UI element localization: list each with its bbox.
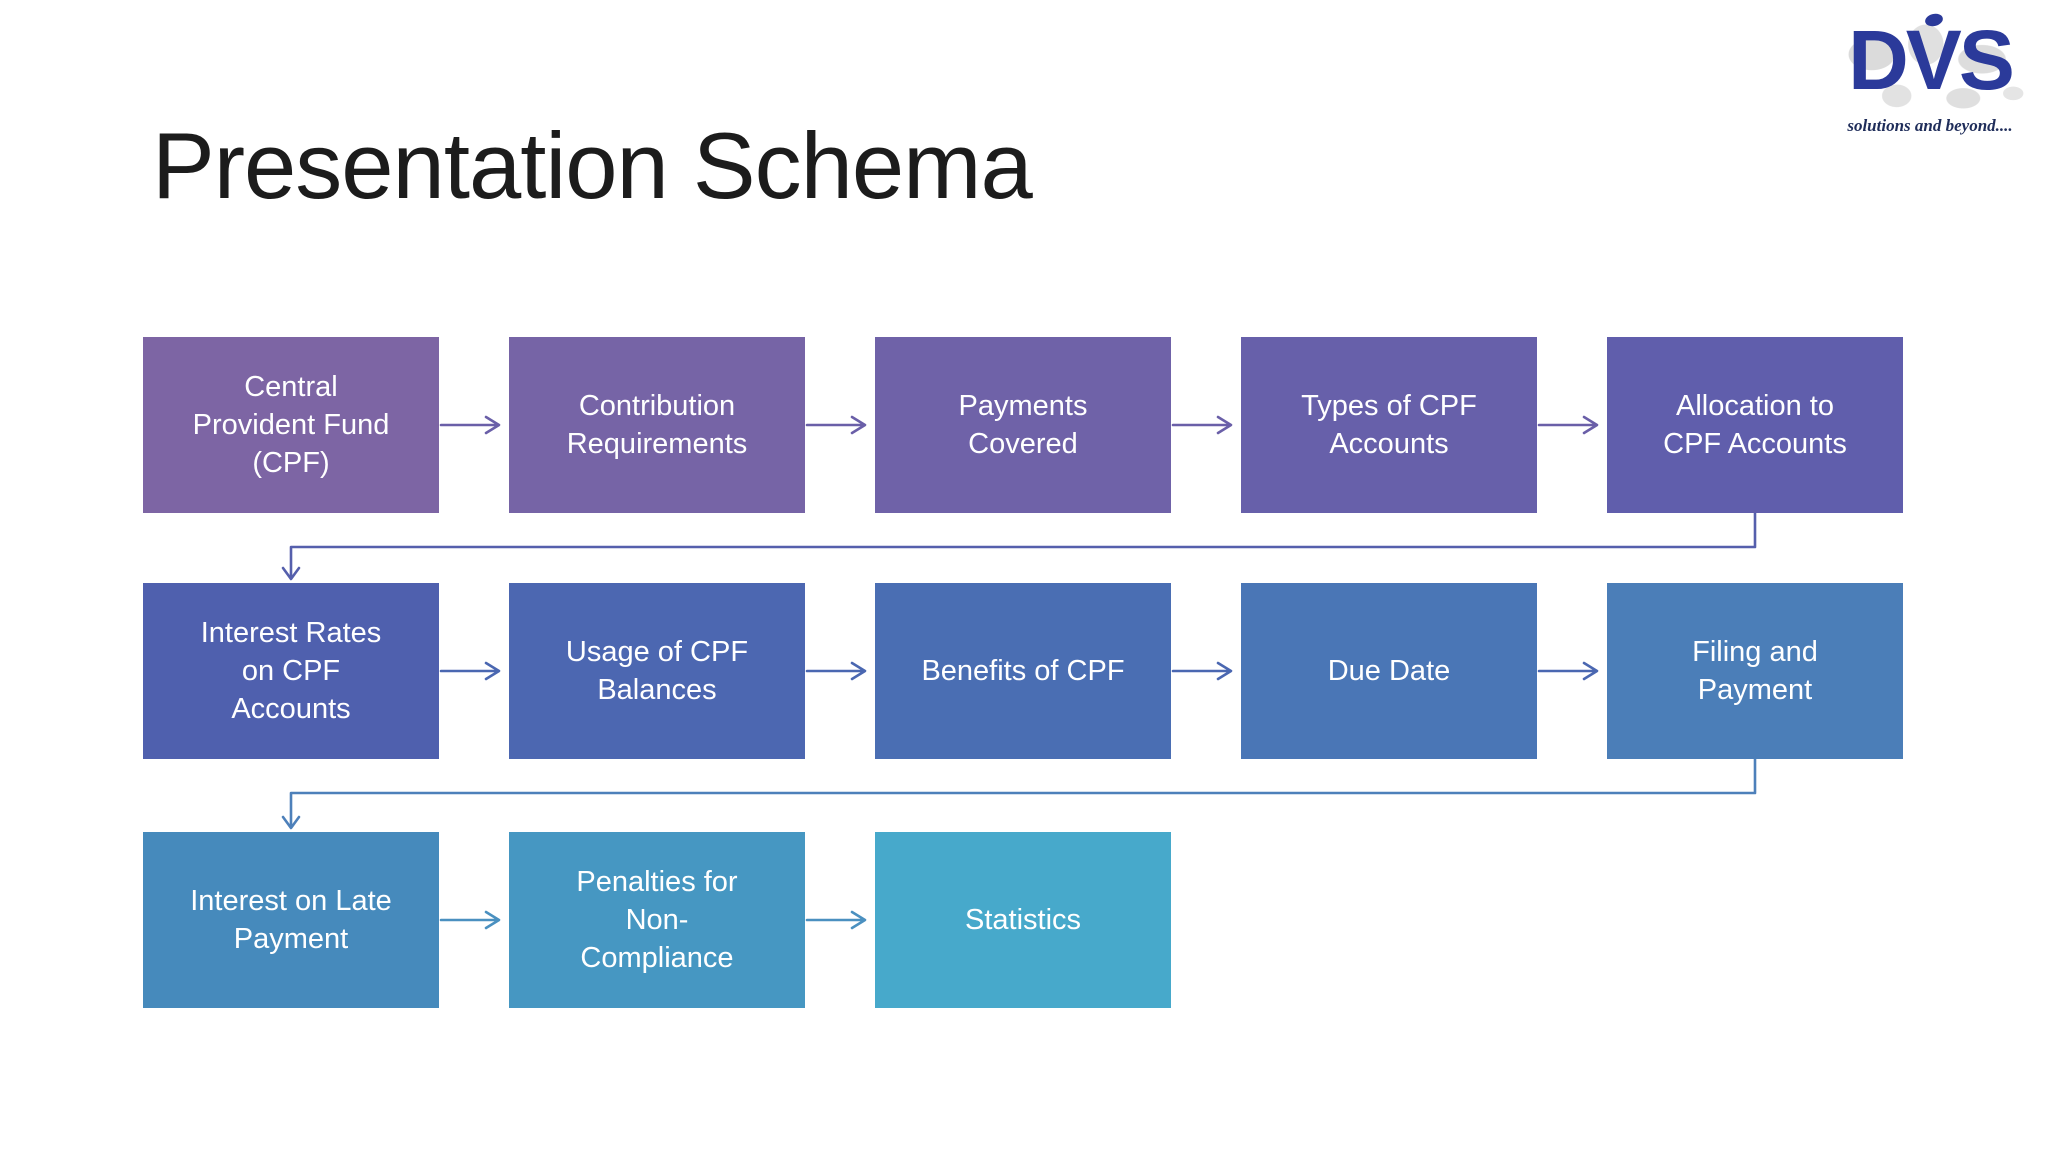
diagram-node-label: Interest on Late Payment — [190, 884, 392, 955]
arrow-right-icon — [439, 910, 501, 930]
diagram-node-label: Central Provident Fund (CPF) — [192, 370, 390, 480]
arrow-right-icon — [439, 415, 501, 435]
diagram-node-label: Payments Covered — [958, 389, 1088, 460]
diagram-node: Due Date — [1241, 583, 1537, 759]
diagram-node: Filing and Payment — [1607, 583, 1903, 759]
diagram-node-label: Usage of CPF Balances — [565, 635, 749, 706]
diagram-node: Central Provident Fund (CPF) — [143, 337, 439, 513]
world-map-icon — [1826, 8, 2034, 130]
elbow-down-arrow — [281, 759, 1757, 830]
arrow-right-icon — [1171, 661, 1233, 681]
diagram-node-label: Due Date — [1327, 654, 1451, 687]
dvs-logo: DVS solutions and beyond.... — [1826, 8, 2034, 140]
arrow-right-icon — [1171, 415, 1233, 435]
arrow-right-icon — [1537, 661, 1599, 681]
diagram-node-label: Penalties for Non- Compliance — [576, 865, 738, 975]
diagram-node-label: Statistics — [964, 903, 1082, 936]
diagram-node: Interest on Late Payment — [143, 832, 439, 1008]
diagram-node: Contribution Requirements — [509, 337, 805, 513]
diagram-node: Penalties for Non- Compliance — [509, 832, 805, 1008]
diagram-node-label: Contribution Requirements — [566, 389, 748, 460]
logo-tagline: solutions and beyond.... — [1847, 116, 2013, 135]
diagram-node-label: Allocation to CPF Accounts — [1663, 389, 1847, 460]
diagram-node-label: Benefits of CPF — [921, 654, 1125, 687]
arrow-right-icon — [805, 415, 867, 435]
diagram-node: Payments Covered — [875, 337, 1171, 513]
diagram-node: Benefits of CPF — [875, 583, 1171, 759]
arrow-right-icon — [1537, 415, 1599, 435]
diagram-node-label: Types of CPF Accounts — [1301, 389, 1477, 460]
diagram-node-label: Filing and Payment — [1692, 635, 1818, 706]
diagram-node: Statistics — [875, 832, 1171, 1008]
logo-wordmark: DVS — [1848, 13, 2015, 107]
diagram-node: Interest Rates on CPF Accounts — [143, 583, 439, 759]
elbow-down-arrow — [281, 513, 1757, 581]
arrow-right-icon — [805, 910, 867, 930]
arrow-right-icon — [805, 661, 867, 681]
arrow-right-icon — [439, 661, 501, 681]
diagram-node: Allocation to CPF Accounts — [1607, 337, 1903, 513]
diagram-node-label: Interest Rates on CPF Accounts — [200, 616, 382, 726]
diagram-node: Usage of CPF Balances — [509, 583, 805, 759]
diagram-node: Types of CPF Accounts — [1241, 337, 1537, 513]
slide-title: Presentation Schema — [152, 113, 1033, 218]
